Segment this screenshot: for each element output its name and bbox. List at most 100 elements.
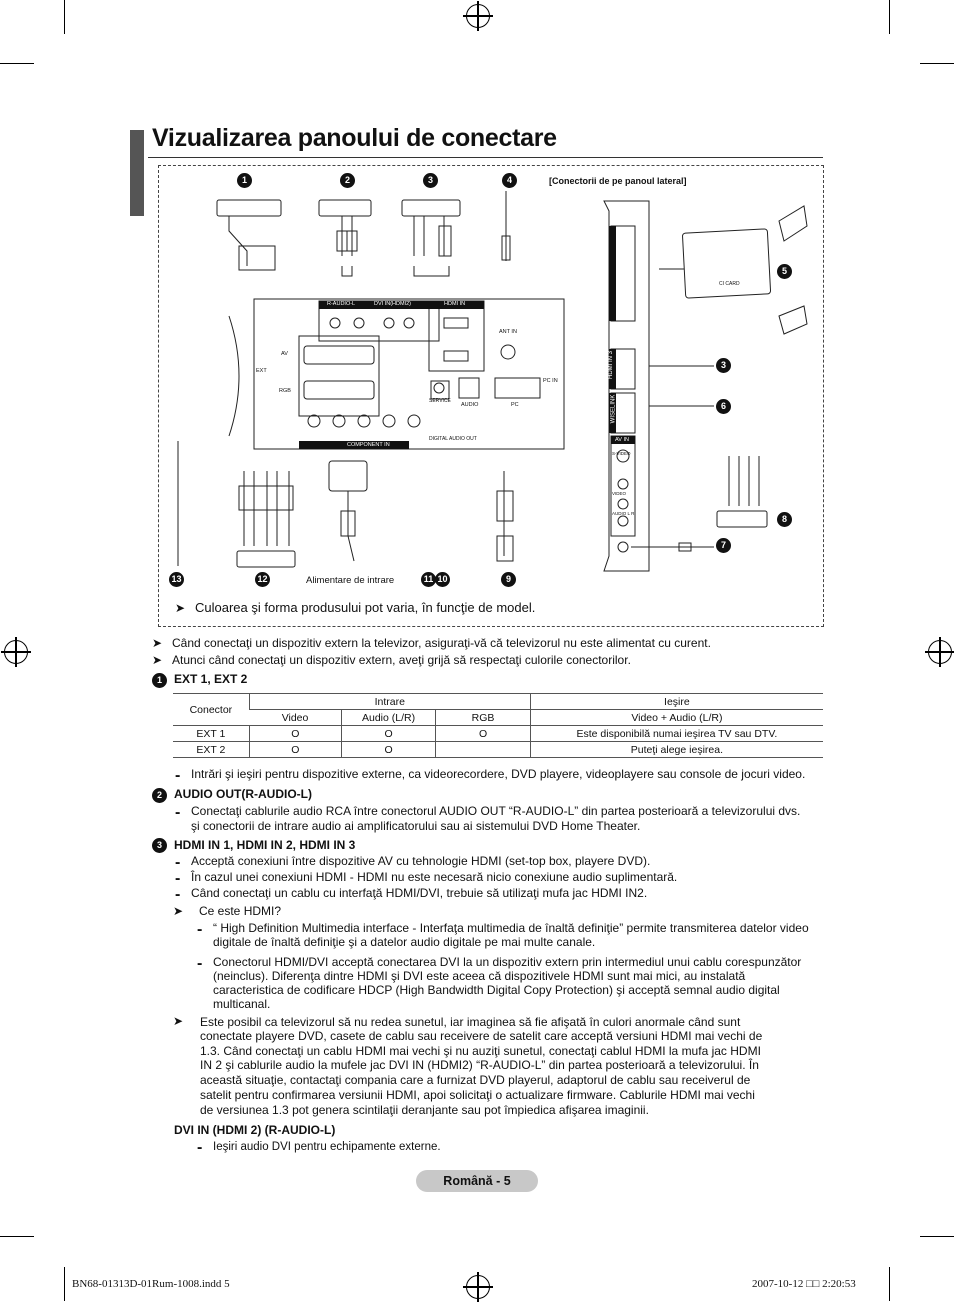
what-is-hdmi-text: Ce este HDMI? (199, 904, 282, 918)
connector-drawing (177, 191, 808, 572)
title-divider (148, 157, 823, 158)
label-wiselink: WISELINK (610, 394, 617, 424)
col-output: Ieşire (529, 693, 823, 710)
crop-mark (889, 0, 890, 34)
hdmi-note-l3: 1.3. Când conectaţi un cablu HDMI mai ve… (200, 1044, 761, 1058)
note-arrow-icon: ➤ (173, 904, 184, 918)
section-3-b1: Acceptă conexiuni între dispozitive AV c… (191, 854, 651, 868)
label-av-in: AV IN (615, 437, 629, 443)
cell: EXT 2 (173, 741, 250, 758)
section-2-marker: 2 (152, 788, 167, 803)
crop-mark (920, 1236, 954, 1237)
table-row: EXT 2 O O Puteţi alege ieşirea. (173, 741, 823, 758)
hdmi-w2-l2: (neinclus). Diferenţa dintre HDMI şi DVI… (213, 969, 746, 983)
hdmi-note-l5: această situaţie, contactaţi compania ca… (200, 1073, 751, 1087)
page-title: Vizualizarea panoului de conectare (152, 124, 557, 152)
section-3-b2: În cazul unei conexiuni HDMI - HDMI nu e… (191, 870, 678, 884)
label-pc: PC (511, 402, 519, 408)
hdmi-note-l1: Este posibil ca televizorul să nu redea … (200, 1015, 741, 1029)
cell: Este disponibilă numai ieşirea TV sau DT… (529, 725, 823, 742)
label-common-interface: COMMON INTERFACE (621, 242, 628, 306)
label-service: SERVICE (429, 398, 451, 404)
note-1-text: Când conectaţi un dispozitiv extern la t… (172, 636, 711, 650)
cell: EXT 1 (173, 725, 250, 742)
registration-mark-icon (1, 637, 31, 667)
section-3-heading: HDMI IN 1, HDMI IN 2, HDMI IN 3 (174, 838, 356, 852)
sub-video: Video (249, 709, 342, 726)
ext-table: Conector Intrare Ieşire Video Audio (L/R… (173, 693, 823, 758)
cell: O (248, 741, 342, 758)
section-2-heading: AUDIO OUT(R-AUDIO-L) (174, 787, 312, 801)
cell: O (435, 725, 531, 742)
marker-12: 12 (255, 572, 270, 587)
crop-mark (64, 0, 65, 34)
dvi-bullet: Ieşiri audio DVI pentru echipamente exte… (213, 1141, 441, 1153)
hdmi-w1-l1: “ High Definition Multimedia interface -… (213, 921, 809, 935)
sub-rgb: RGB (435, 709, 531, 726)
label-rgb: RGB (279, 388, 291, 394)
page-number-badge: Română - 5 (416, 1170, 538, 1192)
marker-5: 5 (777, 264, 792, 279)
dvi-heading: DVI IN (HDMI 2) (R-AUDIO-L) (174, 1123, 336, 1137)
hdmi-note-l7: de versiunea 1.3 pot genera scintilaţii … (200, 1103, 649, 1117)
marker-1: 1 (237, 173, 252, 188)
label-audio-out: R-AUDIO-L (327, 301, 356, 307)
marker-10: 10 (435, 572, 450, 587)
marker-8: 8 (777, 512, 792, 527)
section-1-bullet: Intrări şi ieşiri pentru dispozitive ext… (191, 767, 806, 781)
table-row: EXT 1 O O O Este disponibilă numai ieşir… (173, 725, 823, 742)
label-ant-in: ANT IN (499, 329, 517, 335)
label-audio-lr: AUDIO L R (612, 511, 635, 516)
crop-mark (0, 63, 34, 64)
crop-mark (889, 1267, 890, 1301)
cell: O (340, 741, 436, 758)
marker-9: 9 (501, 572, 516, 587)
section-3-b3: Când conectaţi un cablu cu interfaţă HDM… (191, 886, 648, 900)
label-ci-card: CI CARD (719, 281, 740, 287)
col-input: Intrare (248, 693, 531, 710)
note-arrow-icon: ➤ (152, 653, 163, 667)
crop-mark (64, 1267, 65, 1301)
hdmi-note-l2: conectate playere DVD, casete de cablu s… (200, 1029, 763, 1043)
hdmi-w2-l4: multicanal. (213, 997, 271, 1011)
model-note: ➤Culoarea şi forma produsului pot varia,… (175, 600, 535, 615)
note-2-text: Atunci când conectaţi un dispozitiv exte… (172, 653, 631, 667)
side-panel-label: [Conectorii de pe panoul lateral] (549, 176, 687, 186)
label-hdmi3: HDMI IN 3 (608, 350, 615, 380)
hdmi-w2-l3: caracteristica de codificare HDCP (High … (213, 983, 780, 997)
hdmi-note-l6: satelit pentru confirmarea versiunii HDM… (200, 1088, 755, 1102)
hdmi-w2-l1: Conectorul HDMI/DVI acceptă conectarea D… (213, 955, 802, 969)
marker-11: 11 (421, 572, 436, 587)
section-3-marker: 3 (152, 838, 167, 853)
sub-audio: Audio (L/R) (340, 709, 436, 726)
label-dvi-in: DVI IN(HDMI2) (374, 301, 411, 307)
footer-date: 2007-10-12 □□ 2:20:53 (752, 1278, 856, 1290)
registration-mark-icon (463, 1, 493, 31)
cell (435, 741, 531, 758)
model-note-text: Culoarea şi forma produsului pot varia, … (195, 600, 536, 615)
power-label: Alimentare de intrare (306, 575, 395, 586)
what-is-hdmi: ➤ Ce este HDMI? (173, 904, 281, 918)
section-1-heading: EXT 1, EXT 2 (174, 672, 248, 686)
registration-mark-icon (463, 1272, 493, 1302)
label-ext: EXT (256, 368, 267, 374)
crop-mark (920, 63, 954, 64)
connection-diagram: [Conectorii de pe panoul lateral] 1 2 3 … (158, 165, 824, 627)
note-arrow-icon: ➤ (152, 636, 163, 650)
marker-13: 13 (169, 572, 184, 587)
footer-file: BN68-01313D-01Rum-1008.indd 5 (72, 1278, 230, 1290)
label-pc-in: PC IN (543, 378, 558, 384)
crop-mark (0, 1236, 34, 1237)
marker-4: 4 (502, 173, 517, 188)
marker-6: 6 (716, 399, 731, 414)
label-audio: AUDIO (461, 402, 479, 408)
note-2: ➤ Atunci când conectaţi un dispozitiv ext… (152, 653, 631, 667)
label-component-in: COMPONENT IN (347, 442, 390, 448)
hdmi-w1-l2: digitale de înaltă definiţie şi a datelo… (213, 935, 596, 949)
hdmi-note-l4: IN 2 şi cablurile audio la mufele jac DV… (200, 1058, 759, 1072)
section-1-marker: 1 (152, 673, 167, 688)
sub-out: Video + Audio (L/R) (529, 709, 823, 726)
registration-mark-icon (925, 637, 954, 667)
label-digital-audio-out: DIGITAL AUDIO OUT (429, 436, 477, 442)
title-accent-bar (130, 130, 144, 216)
